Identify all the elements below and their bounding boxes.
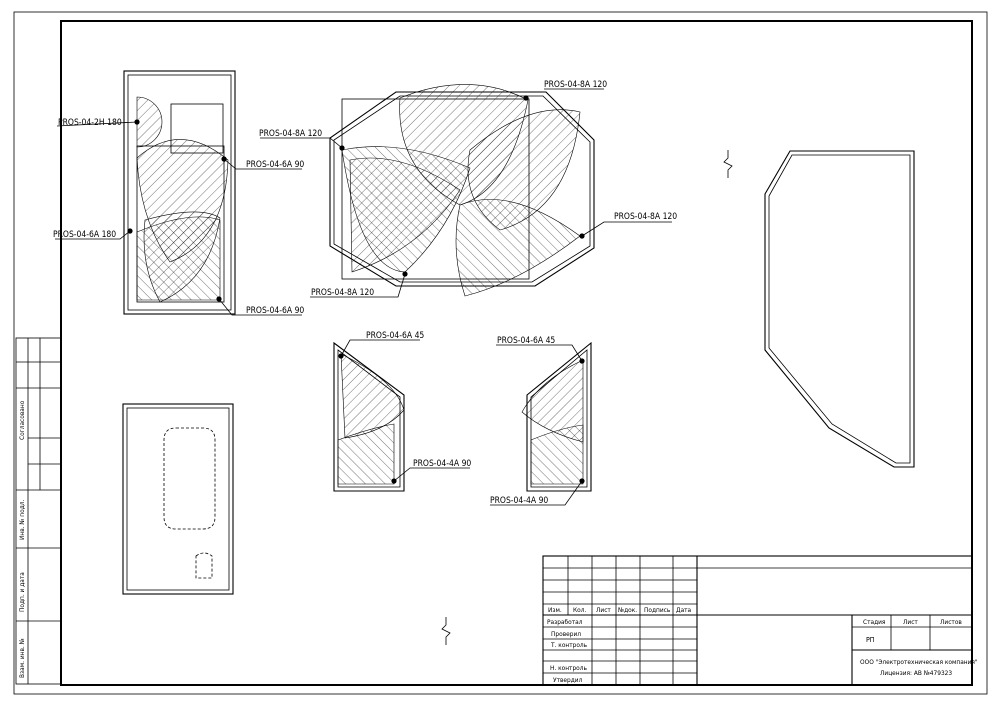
label-pros-04-4a-90-b: PROS-04-4A 90 (490, 496, 548, 506)
label-pros-04-4a-90-a: PROS-04-4A 90 (413, 459, 471, 469)
fixture-2h-180 (136, 96, 163, 148)
fixture-8a-120-bottom (455, 199, 581, 297)
room-left-bottom (122, 403, 234, 595)
fixture-4a-90-left (337, 423, 395, 485)
label-pros-04-2h-180: PROS-04-2H 180 (58, 118, 122, 128)
tb-role-developed: Разработал (547, 618, 583, 626)
stamp-agreed: Согласовано (18, 400, 26, 440)
room-angled-left (333, 341, 405, 492)
sheet-outer-border (13, 11, 988, 695)
stamp-inv-no-dup: Взам. инв. № (18, 638, 26, 678)
label-pros-04-6a-90-b: PROS-04-6A 90 (246, 306, 304, 316)
label-pros-04-6a-45-a: PROS-04-6A 45 (366, 331, 424, 341)
tb-col-date: Дата (676, 606, 692, 614)
label-pros-04-8a-120-a: PROS-04-8A 120 (259, 129, 322, 139)
tb-company-line2: Лицензия: АВ №479323 (880, 669, 952, 677)
tb-col-ndoc: №док. (618, 606, 637, 614)
room-left-top (123, 70, 236, 315)
tb-sheet-header: Лист (903, 618, 918, 626)
tb-company-line1: ООО "Электротехническая компания" (860, 658, 978, 666)
title-block (542, 555, 973, 686)
label-pros-04-8a-120-c: PROS-04-8A 120 (614, 212, 677, 222)
label-pros-04-8a-120-b: PROS-04-8A 120 (544, 80, 607, 90)
tb-col-sign: Подпись (644, 606, 671, 614)
label-pros-04-6a-90-a: PROS-04-6A 90 (246, 160, 304, 170)
break-symbol-top (723, 150, 733, 178)
leader-lines (55, 88, 672, 506)
tb-stage-header: Стадия (863, 618, 886, 626)
fixture-4a-90-right (530, 424, 584, 485)
tb-col-kol: Кол. (573, 606, 586, 614)
label-pros-04-6a-180: PROS-04-6A 180 (53, 230, 116, 240)
tb-role-ncontrol: Н. контроль (550, 664, 587, 672)
label-pros-04-6a-45-b: PROS-04-6A 45 (497, 336, 555, 346)
tb-role-checked: Проверил (551, 630, 581, 638)
break-symbol-bottom (441, 617, 451, 645)
tb-col-izm: Изм. (548, 606, 562, 614)
fixture-6a-45-left (340, 353, 405, 439)
room-octagon (329, 84, 595, 297)
room-angled-right (521, 341, 592, 492)
stamp-sign-date: Подп. и дата (18, 572, 26, 612)
tb-sheets-header: Листов (940, 618, 962, 626)
tb-col-list: Лист (596, 606, 611, 614)
side-stamp: Согласовано Инв. № подл. Подп. и дата Вз… (15, 337, 62, 685)
room-right (764, 150, 915, 468)
tb-stage-value: РП (866, 636, 875, 644)
tb-role-approved: Утвердил (553, 676, 583, 684)
fixture-6a-90-bottom (143, 211, 221, 303)
tb-role-tcontrol: Т. контроль (550, 641, 588, 649)
stamp-inv-no-sub: Инв. № подл. (18, 500, 26, 540)
label-pros-04-8a-120-d: PROS-04-8A 120 (311, 288, 374, 298)
